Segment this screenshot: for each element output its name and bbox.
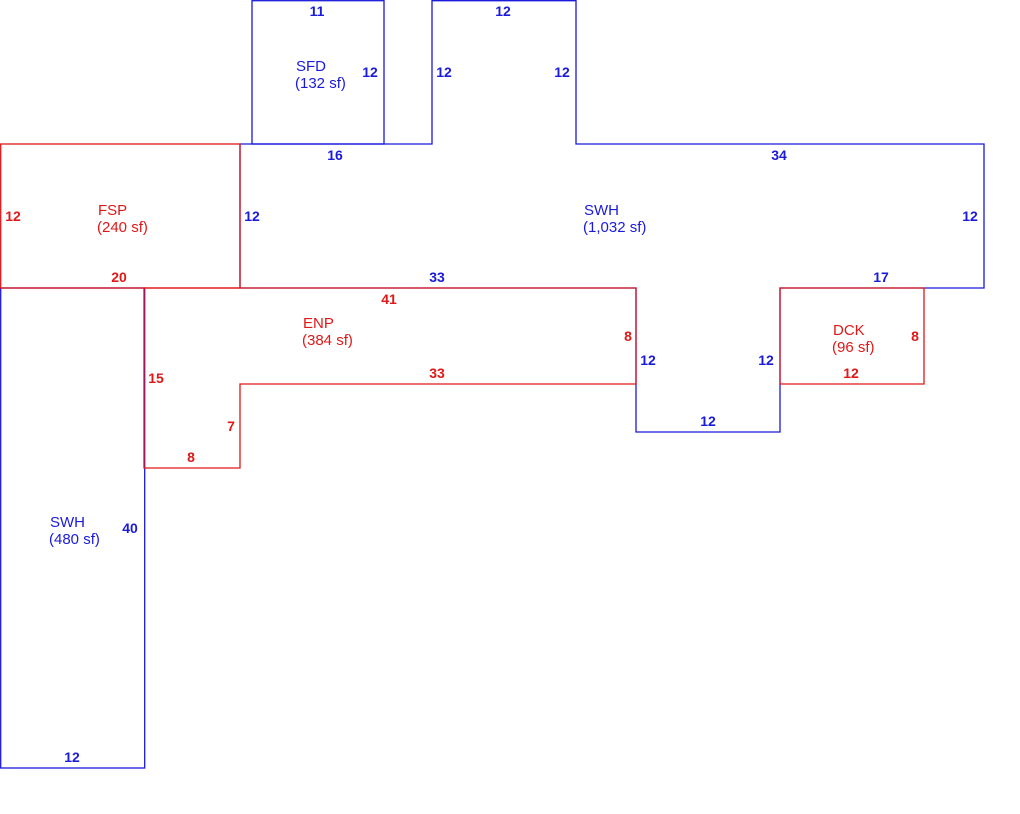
addition-outlines (0, 143, 925, 469)
dim-main-top-left: 16 (327, 147, 343, 163)
dim-enp-top: 41 (381, 291, 397, 307)
dim-sfd-right: 12 (362, 64, 378, 80)
dim-main-bottom: 33 (429, 269, 445, 285)
sfd-size: (132 sf) (295, 75, 346, 92)
enp-name: ENP (303, 315, 334, 332)
enp-outline (143, 287, 637, 469)
dim-tower-left: 12 (436, 64, 452, 80)
dim-fsp-bottom: 20 (111, 269, 127, 285)
dim-enp-left: 15 (148, 370, 164, 386)
dim-main-right: 12 (962, 208, 978, 224)
fsp-size: (240 sf) (97, 219, 148, 236)
dim-sfd-top: 11 (310, 3, 325, 19)
swh-main-size: (1,032 sf) (583, 219, 646, 236)
fsp-outline (0, 143, 241, 289)
dim-wing-right: 40 (122, 520, 138, 536)
dim-dck-bottom: 12 (843, 365, 859, 381)
dim-enp-inner-top: 33 (429, 365, 445, 381)
addition-dimensions: 12 20 41 8 33 15 7 8 8 12 (5, 208, 919, 465)
dim-main-top-right: 34 (771, 147, 787, 163)
dim-main-bottom-right: 17 (873, 269, 889, 285)
living-dimensions: 11 12 12 12 12 16 34 12 12 33 17 12 12 1… (64, 3, 978, 765)
enp-size: (384 sf) (302, 332, 353, 349)
dim-fsp-right: 12 (244, 208, 260, 224)
swh-wing-name: SWH (50, 514, 85, 531)
dim-enp-right: 8 (624, 328, 632, 344)
dim-enp-step: 7 (227, 418, 235, 434)
sfd-name: SFD (296, 58, 326, 75)
dim-notch-left: 12 (640, 352, 656, 368)
dim-notch-right: 12 (758, 352, 774, 368)
dim-dck-right: 8 (911, 328, 919, 344)
area-labels: SFD (132 sf) SWH (1,032 sf) FSP (240 sf)… (49, 58, 875, 548)
dim-enp-bottom: 8 (187, 449, 195, 465)
dim-tower-right: 12 (554, 64, 570, 80)
swh-wing-size: (480 sf) (49, 531, 100, 548)
dck-size: (96 sf) (832, 339, 875, 356)
dim-fsp-left: 12 (5, 208, 21, 224)
dim-wing-bottom: 12 (64, 749, 80, 765)
swh-main-name: SWH (584, 202, 619, 219)
dck-outline (779, 287, 925, 385)
dim-tower-top: 12 (495, 3, 511, 19)
fsp-name: FSP (98, 202, 127, 219)
dck-name: DCK (833, 322, 865, 339)
dim-notch-bottom: 12 (700, 413, 716, 429)
